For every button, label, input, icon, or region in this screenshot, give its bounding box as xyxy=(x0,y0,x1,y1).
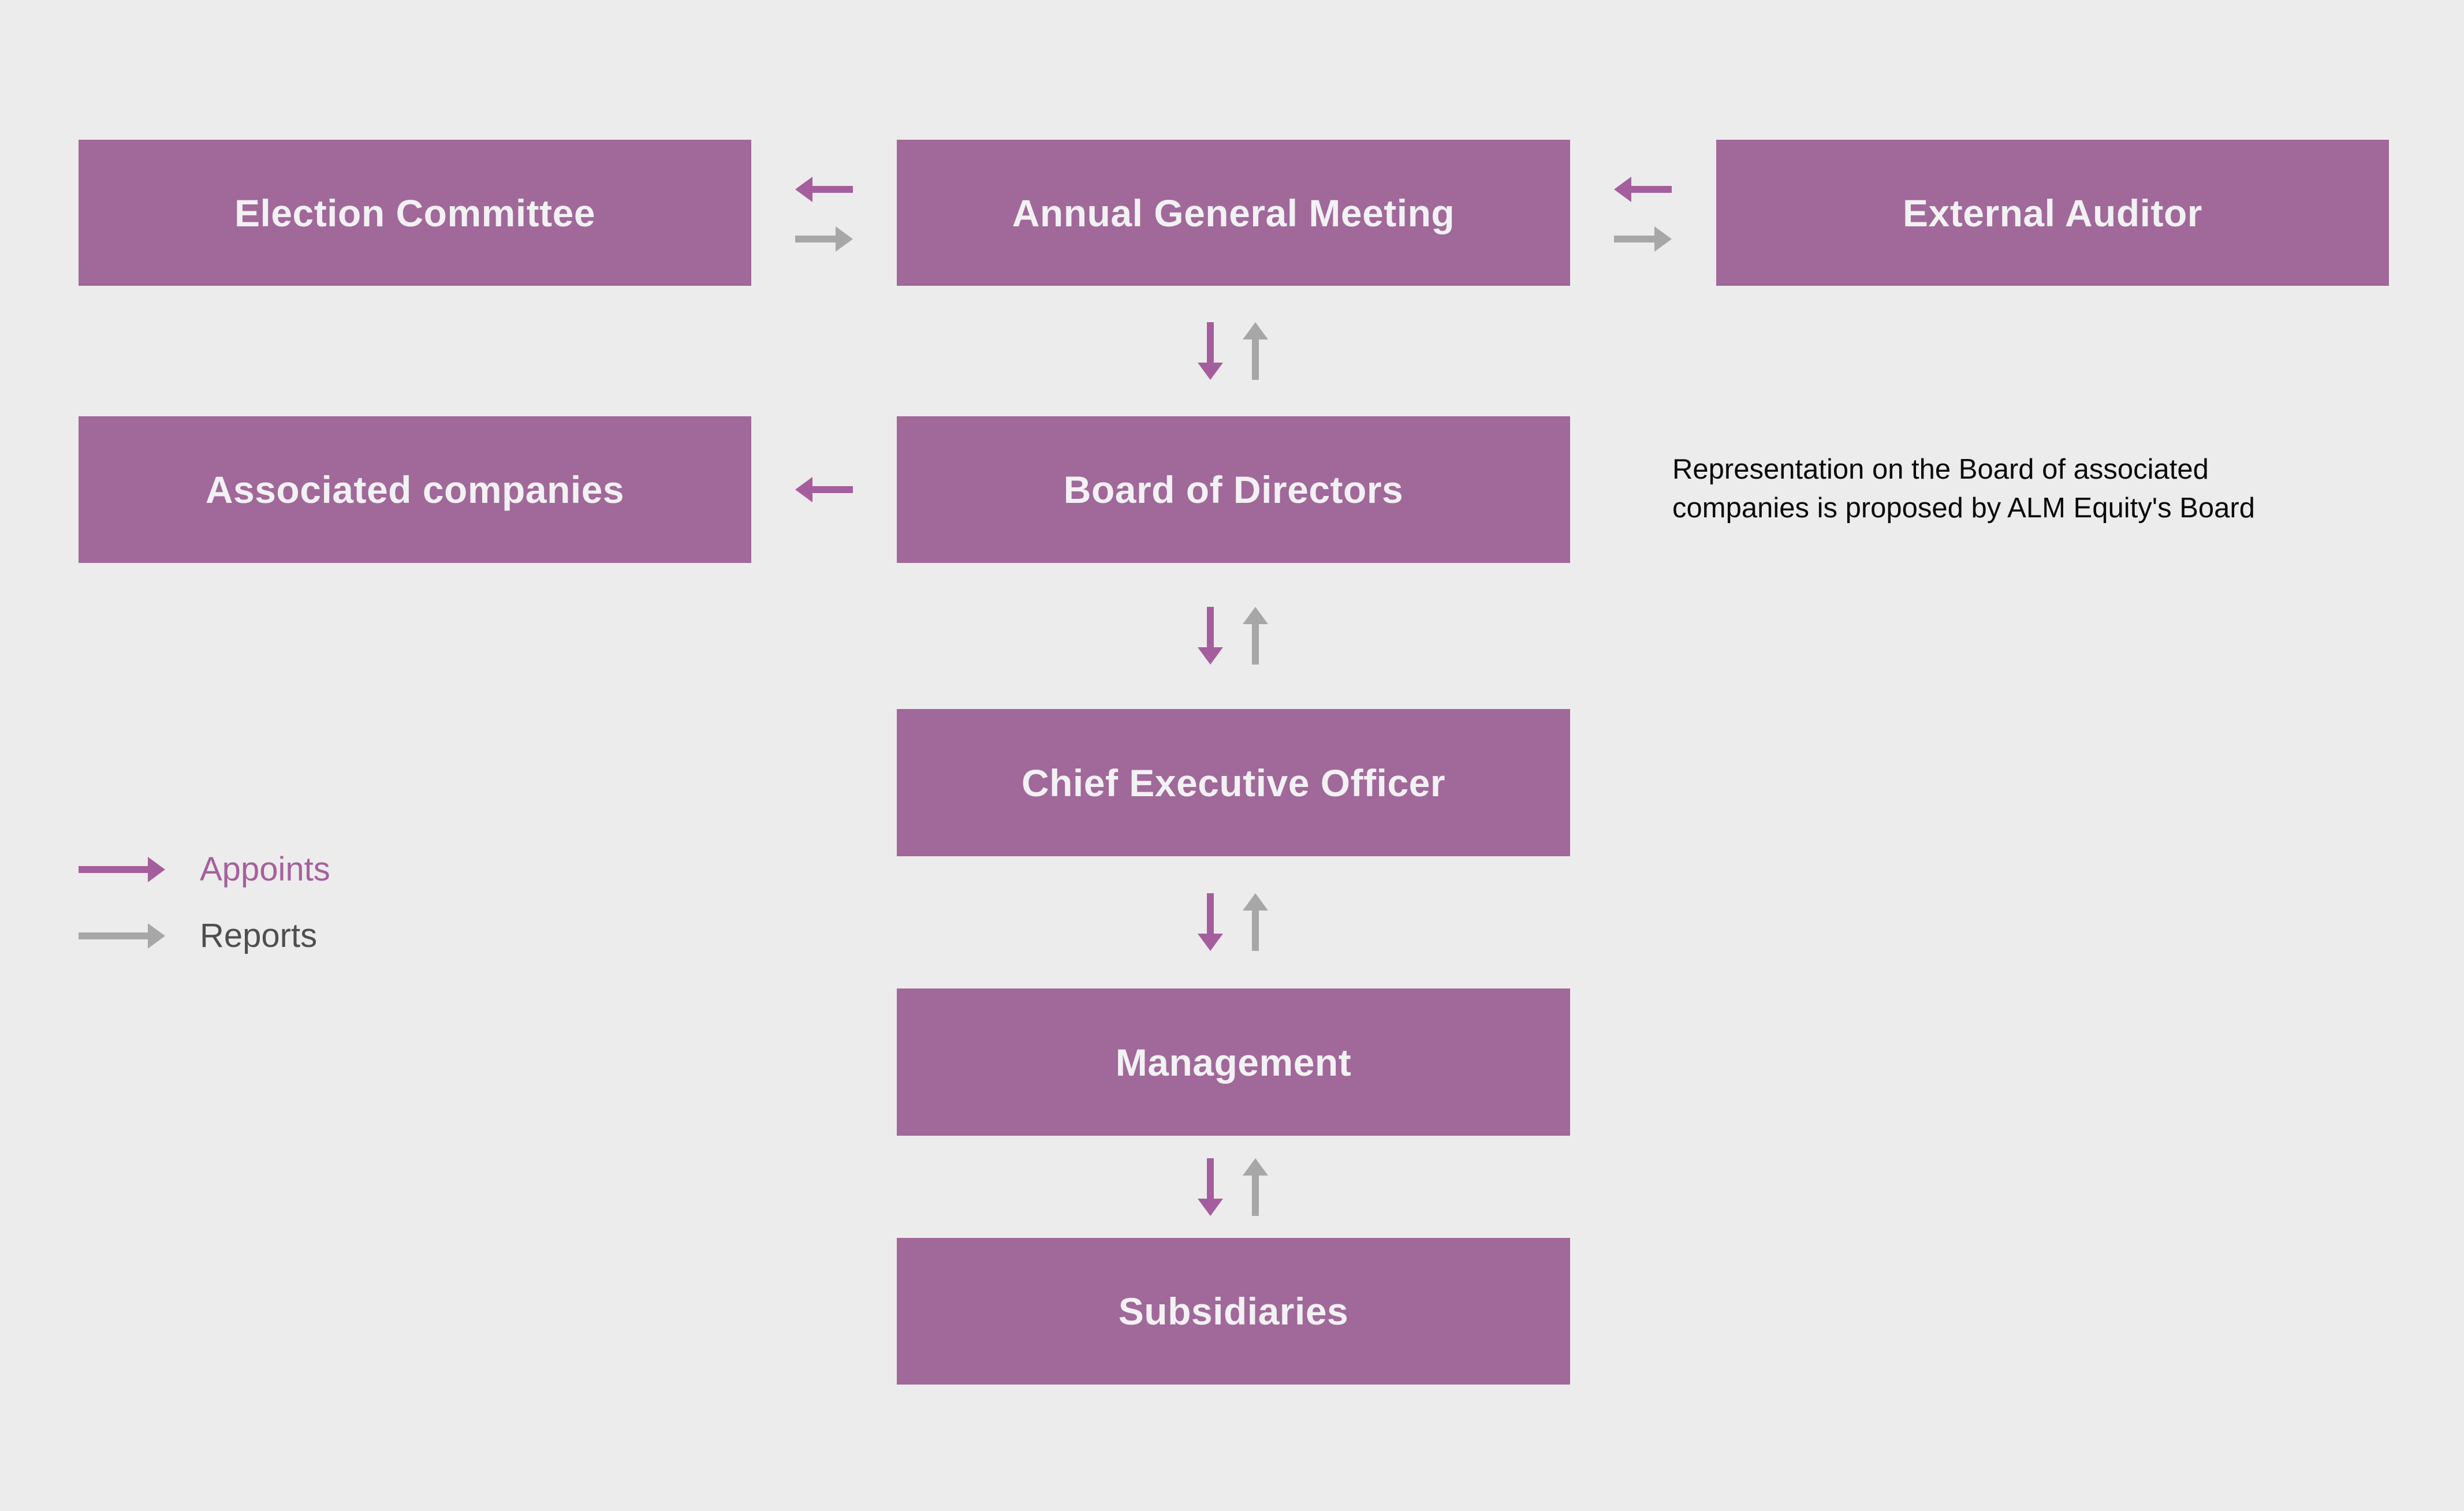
arrow-shaft xyxy=(1207,893,1214,936)
annotation-line-2: companies is proposed by ALM Equity's Bo… xyxy=(1672,493,2255,524)
arrow-shaft xyxy=(79,866,150,873)
arrow-shaft xyxy=(1252,622,1259,665)
legend-appoints-arrow-icon xyxy=(79,857,165,882)
arrow-shaft xyxy=(1614,236,1657,242)
node-chief-executive-officer: Chief Executive Officer xyxy=(897,709,1570,856)
arrow-shaft xyxy=(1629,186,1672,193)
arrow-head xyxy=(148,857,165,882)
reports-arrow-election-committee-agm xyxy=(795,226,853,252)
node-annual-general-meeting: Annual General Meeting xyxy=(897,140,1570,286)
arrow-head xyxy=(1614,177,1631,202)
appoints-arrow-management-subsidiaries xyxy=(1198,1158,1223,1216)
arrow-head xyxy=(1243,893,1268,911)
node-chief-executive-officer-label: Chief Executive Officer xyxy=(1021,761,1446,804)
appoints-arrow-ceo-management xyxy=(1198,893,1223,951)
legend-appoints-label: Appoints xyxy=(200,850,330,888)
arrow-shaft xyxy=(1207,607,1214,650)
arrow-shaft xyxy=(1252,1173,1259,1216)
arrow-head xyxy=(836,226,853,252)
node-external-auditor-label: External Auditor xyxy=(1903,191,2202,234)
reports-arrow-management-ceo xyxy=(1243,893,1268,951)
reports-arrow-external-auditor-agm xyxy=(1614,226,1672,252)
appoints-arrow-agm-election-committee xyxy=(795,177,853,202)
node-annual-general-meeting-label: Annual General Meeting xyxy=(1012,191,1455,234)
appoints-arrow-board-ceo xyxy=(1198,607,1223,665)
legend-reports-label: Reports xyxy=(200,917,318,954)
node-associated-companies: Associated companies xyxy=(79,416,751,563)
arrow-head xyxy=(1198,1199,1223,1216)
arrow-shaft xyxy=(79,932,150,939)
node-subsidiaries: Subsidiaries xyxy=(897,1238,1570,1385)
arrow-head xyxy=(1198,934,1223,951)
appoints-arrow-board-associated-companies xyxy=(795,477,853,502)
arrow-head xyxy=(148,923,165,949)
arrow-head xyxy=(1198,647,1223,665)
legend-reports-arrow-icon xyxy=(79,923,165,949)
node-management: Management xyxy=(897,988,1570,1136)
arrow-shaft xyxy=(1207,1158,1214,1201)
arrow-shaft xyxy=(1252,337,1259,380)
reports-arrow-board-agm xyxy=(1243,322,1268,380)
node-election-committee: Election Committee xyxy=(79,140,751,286)
arrow-head xyxy=(1198,363,1223,380)
arrow-shaft xyxy=(810,486,853,493)
appoints-arrow-agm-external-auditor xyxy=(1614,177,1672,202)
annotation-board-representation: Representation on the Board of associate… xyxy=(1672,450,2255,528)
node-management-label: Management xyxy=(1115,1040,1352,1084)
node-board-of-directors: Board of Directors xyxy=(897,416,1570,563)
arrow-head xyxy=(1243,1158,1268,1176)
node-associated-companies-label: Associated companies xyxy=(205,468,625,511)
arrow-head xyxy=(1243,607,1268,624)
annotation-line-1: Representation on the Board of associate… xyxy=(1672,454,2209,485)
arrow-head xyxy=(1654,226,1672,252)
reports-arrow-subsidiaries-management xyxy=(1243,1158,1268,1216)
appoints-arrow-agm-board xyxy=(1198,322,1223,380)
arrow-shaft xyxy=(795,236,838,242)
reports-arrow-ceo-board xyxy=(1243,607,1268,665)
arrow-head xyxy=(795,477,812,502)
arrow-shaft xyxy=(1207,322,1214,365)
arrow-shaft xyxy=(1252,908,1259,951)
arrow-head xyxy=(1243,322,1268,339)
arrow-head xyxy=(795,177,812,202)
node-election-committee-label: Election Committee xyxy=(234,191,596,234)
arrow-shaft xyxy=(810,186,853,193)
node-external-auditor: External Auditor xyxy=(1716,140,2389,286)
node-board-of-directors-label: Board of Directors xyxy=(1063,468,1404,511)
node-subsidiaries-label: Subsidiaries xyxy=(1118,1290,1349,1333)
